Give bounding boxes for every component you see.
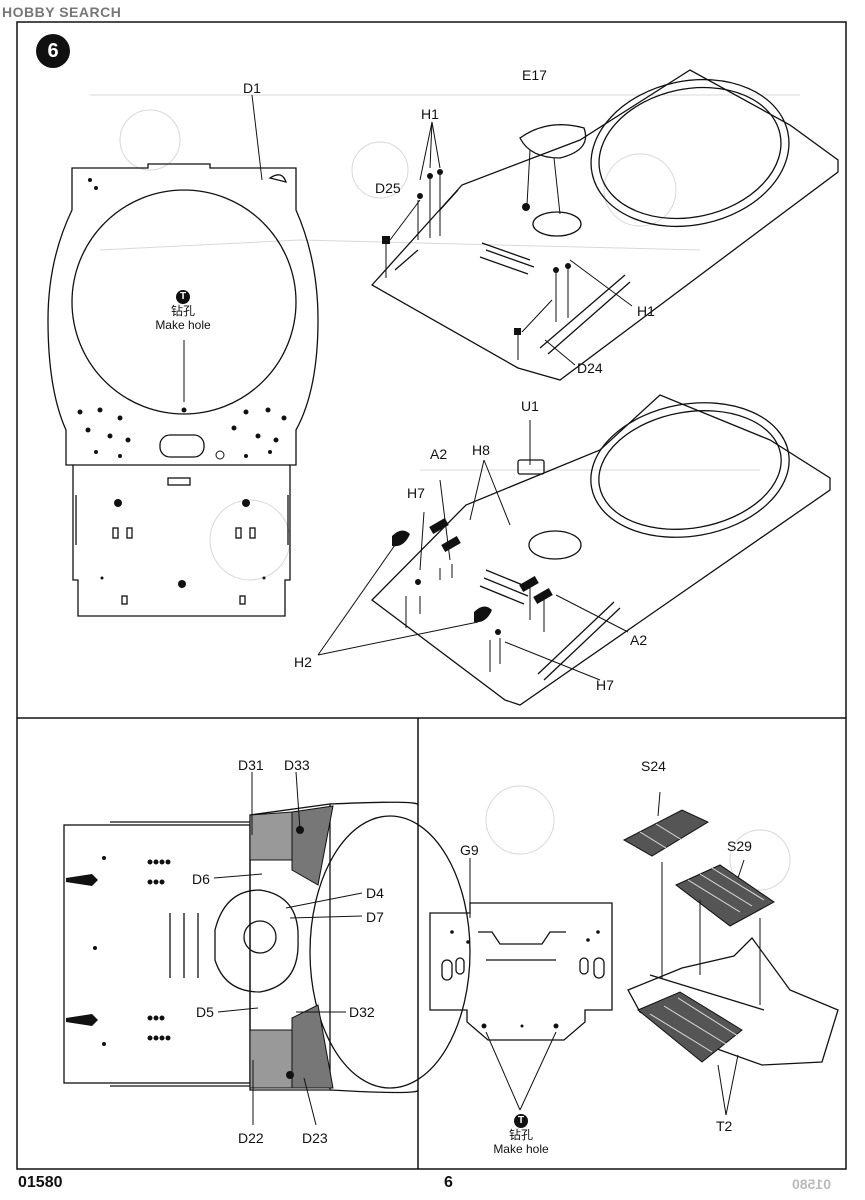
label-d7: D7 [366, 909, 384, 925]
drill-note-en: Make hole [155, 318, 211, 332]
label-g9: G9 [460, 842, 479, 858]
footer-mirrored-code: 01580 [792, 1176, 831, 1192]
label-d33: D33 [284, 757, 310, 773]
track-link-grid [639, 823, 765, 1053]
label-d24: D24 [577, 360, 603, 376]
part-d1-plate [47, 163, 319, 617]
d1-annotations [183, 94, 263, 460]
label-a2-right: A2 [630, 632, 648, 648]
step-number-badge: 6 [36, 34, 70, 68]
label-t2: T2 [716, 1118, 733, 1134]
drill-note-bottom: T 钻孔 Make hole [488, 1112, 554, 1156]
label-s29: S29 [727, 838, 752, 854]
drill-note-en: Make hole [493, 1142, 549, 1156]
underside-leader-lines [213, 771, 363, 1126]
footer-page-number: 6 [444, 1174, 453, 1191]
label-d23: D23 [302, 1130, 328, 1146]
track-links [622, 809, 775, 1063]
label-d1: D1 [243, 80, 261, 96]
underside-holes [66, 826, 304, 1079]
drill-icon: T [514, 1114, 528, 1128]
panel-borders [16, 21, 847, 1170]
label-d22: D22 [238, 1130, 264, 1146]
drill-note-cn: 钻孔 [508, 1128, 533, 1142]
label-d5: D5 [196, 1004, 214, 1020]
underside-armor-plates [249, 805, 334, 1089]
drill-note-cn: 钻孔 [170, 304, 195, 318]
label-h8: H8 [472, 442, 490, 458]
label-u1: U1 [521, 398, 539, 414]
lower-parts-arrows [317, 420, 629, 681]
footer-kit-code: 01580 [18, 1174, 63, 1191]
label-h1-right: H1 [637, 303, 655, 319]
underside-view [63, 801, 471, 1094]
label-h1-top: H1 [421, 106, 439, 122]
label-d32: D32 [349, 1004, 375, 1020]
label-d25: D25 [375, 180, 401, 196]
label-h7-bottom: H7 [596, 677, 614, 693]
d1-holes [77, 178, 287, 588]
hull-assembly-lower [371, 394, 831, 706]
drill-note-top: T 钻孔 Make hole [150, 288, 216, 332]
part-g9-plate [429, 902, 613, 1041]
label-a2-top: A2 [430, 446, 448, 462]
label-h7-top: H7 [407, 485, 425, 501]
label-d6: D6 [192, 871, 210, 887]
track-arrows [469, 791, 761, 1116]
hull-assembly-upper [370, 69, 839, 381]
upper-small-parts [382, 169, 571, 335]
label-s24: S24 [641, 758, 666, 774]
g9-holes [450, 930, 600, 1029]
drill-icon: T [176, 290, 190, 304]
print-through-background [90, 94, 800, 891]
label-d4: D4 [366, 885, 384, 901]
label-h2: H2 [294, 654, 312, 670]
hobby-search-watermark: HOBBY SEARCH [2, 4, 122, 20]
lower-small-parts [392, 518, 553, 635]
label-e17: E17 [522, 67, 547, 83]
label-d31: D31 [238, 757, 264, 773]
